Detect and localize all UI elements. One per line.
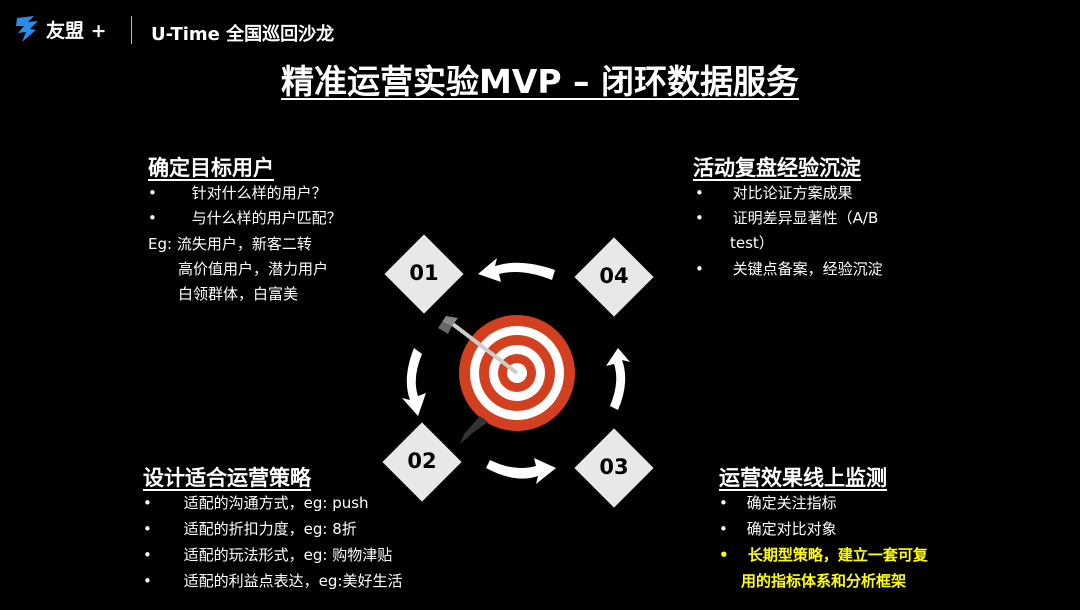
- bullet-dot: •: [695, 209, 704, 227]
- bullet-dot: •: [143, 494, 152, 512]
- q2-bullet-2: • 适配的折扣力度，eg: 8折: [143, 517, 357, 542]
- step-03-label: 03: [599, 455, 629, 479]
- bullet-text: 适配的折扣力度，eg: 8折: [183, 520, 357, 538]
- highlight-text: 长期型策略，建立一套可复: [747, 546, 928, 564]
- bullet-dot: •: [719, 546, 729, 564]
- bullet-text: 确定关注指标: [746, 494, 837, 512]
- q3-bullet-2: • 确定对比对象: [719, 517, 837, 542]
- q2-bullet-1: • 适配的沟通方式，eg: push: [143, 491, 369, 516]
- target-icon: [438, 315, 575, 444]
- q1-bullet-2: • 与什么样的用户匹配？: [148, 206, 342, 231]
- logo-text: 友盟 +: [46, 19, 107, 42]
- arrow-01-to-02: [402, 348, 426, 416]
- bullet-dot: •: [695, 184, 704, 202]
- bullet-text: 证明差异显著性（A/B: [732, 209, 879, 227]
- bullet-text: 针对什么样的用户？: [191, 184, 327, 202]
- bullet-text: 适配的沟通方式，eg: push: [183, 494, 369, 512]
- arrow-02-to-03: [486, 458, 556, 484]
- bullet-dot: •: [719, 494, 728, 512]
- header-divider: [131, 16, 132, 44]
- bullet-dot: •: [143, 546, 152, 564]
- q2-title: 设计适合运营策略: [143, 466, 311, 490]
- q1-title: 确定目标用户: [148, 156, 274, 180]
- bullet-text: 对比论证方案成果: [732, 184, 853, 202]
- step-01-label: 01: [409, 261, 439, 285]
- umeng-bird-icon: [16, 16, 38, 42]
- event-name: U-Time 全国巡回沙龙: [151, 24, 335, 45]
- cycle-diagram: [402, 258, 630, 484]
- umeng-logo: 友盟 +: [14, 14, 107, 44]
- arrow-04-to-01: [478, 258, 555, 282]
- q2-bullet-4: • 适配的利益点表达，eg:美好生活: [143, 569, 402, 594]
- cycle-arrows: [402, 258, 630, 484]
- q1-example-3: 白领群体，白富美: [178, 285, 299, 303]
- q3-bullet-1: • 确定关注指标: [719, 491, 837, 516]
- q1-example-1: Eg: 流失用户，新客二转: [148, 235, 312, 253]
- q3-highlight-1: • 长期型策略，建立一套可复: [719, 543, 928, 568]
- slide-title: 精准运营实验MVP – 闭环数据服务: [280, 62, 800, 101]
- q4-title: 活动复盘经验沉淀: [693, 156, 861, 180]
- step-04-label: 04: [599, 264, 629, 288]
- q1-bullet-1: • 针对什么样的用户？: [148, 181, 327, 206]
- bullet-dot: •: [719, 520, 728, 538]
- bullet-text: 与什么样的用户匹配？: [191, 209, 342, 227]
- q2-bullet-3: • 适配的玩法形式，eg: 购物津贴: [143, 543, 392, 568]
- bullet-dot: •: [148, 184, 157, 202]
- bullet-text: 确定对比对象: [746, 520, 837, 538]
- bullet-text: 适配的玩法形式，eg: 购物津贴: [183, 546, 393, 564]
- bullet-dot: •: [143, 572, 152, 590]
- bullet-text: 关键点备案，经验沉淀: [732, 260, 883, 278]
- arrow-03-to-04: [606, 348, 630, 410]
- bullet-dot: •: [148, 209, 157, 227]
- bullet-dot: •: [695, 260, 704, 278]
- q3-title: 运营效果线上监测: [719, 466, 887, 490]
- bullet-dot: •: [143, 520, 152, 538]
- bullet-text: 适配的利益点表达，eg:美好生活: [183, 572, 403, 590]
- q4-bullet-1: • 对比论证方案成果: [695, 181, 853, 206]
- q1-example-2: 高价值用户，潜力用户: [178, 260, 329, 278]
- q4-bullet-3: • 关键点备案，经验沉淀: [695, 257, 883, 282]
- q3-highlight-2: 用的指标体系和分析框架: [741, 572, 907, 590]
- q4-bullet-2: • 证明差异显著性（A/B: [695, 206, 878, 231]
- q4-bullet-2-wrap: test）: [730, 234, 774, 252]
- step-02-label: 02: [407, 449, 437, 473]
